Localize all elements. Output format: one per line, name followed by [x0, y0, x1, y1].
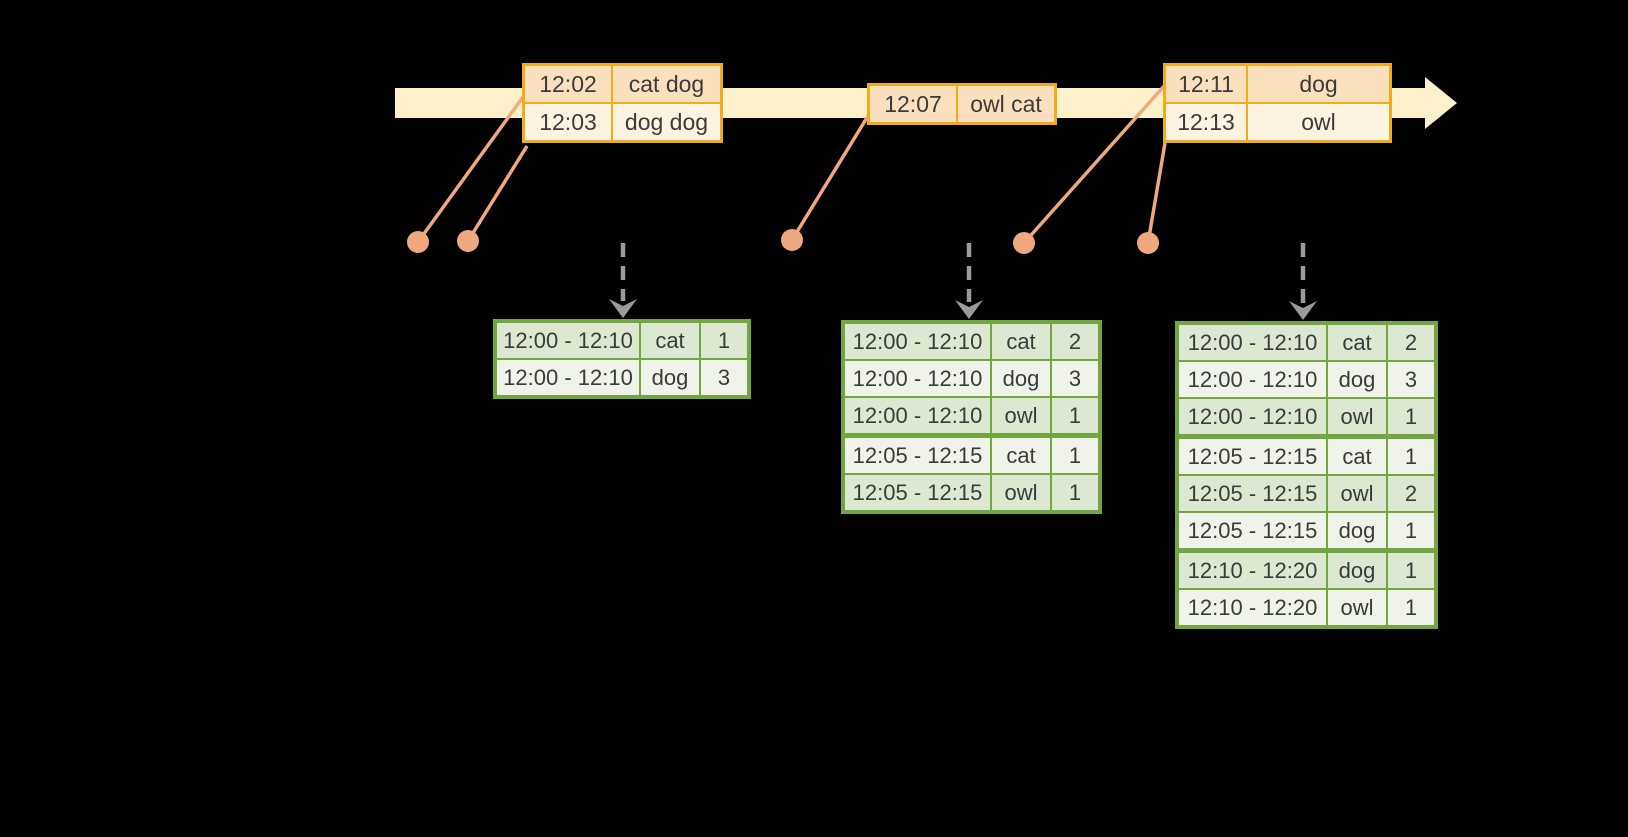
event-dot — [457, 230, 479, 252]
result-row: 12:00 - 12:10 owl 1 — [1179, 399, 1434, 434]
word-cell: owl — [1328, 590, 1386, 625]
count-cell: 1 — [1388, 553, 1434, 588]
count-cell: 1 — [1388, 439, 1434, 474]
count-cell: 2 — [1388, 325, 1434, 360]
result-table-2: 12:00 - 12:10 cat 2 12:00 - 12:10 dog 3 … — [841, 320, 1102, 514]
event-row: 12:07 owl cat — [870, 86, 1054, 122]
count-cell: 2 — [1388, 476, 1434, 511]
result-row: 12:00 - 12:10 dog 3 — [1179, 362, 1434, 397]
event-dot — [1013, 232, 1035, 254]
word-cell: cat — [1328, 325, 1386, 360]
window-cell: 12:10 - 12:20 — [1179, 590, 1326, 625]
window-cell: 12:00 - 12:10 — [1179, 399, 1326, 434]
window-cell: 12:00 - 12:10 — [845, 398, 990, 433]
window-cell: 12:00 - 12:10 — [1179, 362, 1326, 397]
word-cell: cat — [641, 323, 699, 358]
event-dots — [407, 229, 1159, 254]
result-row: 12:10 - 12:20 dog 1 — [1179, 553, 1434, 588]
count-cell: 1 — [1052, 438, 1098, 473]
result-row: 12:00 - 12:10 cat 2 — [1179, 325, 1434, 360]
word-cell: cat — [992, 438, 1050, 473]
result-row: 12:05 - 12:15 cat 1 — [1179, 439, 1434, 474]
connector-line — [466, 145, 529, 242]
event-dot — [781, 229, 803, 251]
event-connector-lines — [416, 83, 1167, 245]
event-time-cell: 12:02 — [525, 66, 611, 102]
count-cell: 3 — [1388, 362, 1434, 397]
event-words-cell: cat dog — [613, 66, 720, 102]
window-cell: 12:05 - 12:15 — [1179, 476, 1326, 511]
event-dot — [407, 231, 429, 253]
word-cell: dog — [992, 361, 1050, 396]
connector-line — [1146, 142, 1167, 244]
count-cell: 3 — [701, 360, 747, 395]
event-time-cell: 12:13 — [1166, 104, 1246, 140]
event-row: 12:13 owl — [1166, 104, 1389, 140]
word-cell: dog — [1328, 362, 1386, 397]
count-cell: 2 — [1052, 324, 1098, 359]
word-cell: owl — [992, 475, 1050, 510]
result-row: 12:00 - 12:10 owl 1 — [845, 398, 1098, 433]
event-words-cell: owl cat — [958, 86, 1054, 122]
event-row: 12:03 dog dog — [525, 104, 720, 140]
trigger-arrow-icon — [609, 243, 637, 318]
count-cell: 1 — [701, 323, 747, 358]
count-cell: 1 — [1388, 590, 1434, 625]
connector-line — [790, 115, 870, 241]
count-cell: 1 — [1388, 399, 1434, 434]
result-row: 12:00 - 12:10 cat 2 — [845, 324, 1098, 359]
timeline-arrowhead-icon — [1425, 77, 1457, 129]
event-words-cell: owl — [1248, 104, 1389, 140]
window-cell: 12:00 - 12:10 — [845, 324, 990, 359]
word-cell: dog — [1328, 513, 1386, 548]
window-cell: 12:05 - 12:15 — [1179, 513, 1326, 548]
window-cell: 12:05 - 12:15 — [1179, 439, 1326, 474]
window-cell: 12:00 - 12:10 — [845, 361, 990, 396]
window-cell: 12:05 - 12:15 — [845, 475, 990, 510]
event-row: 12:02 cat dog — [525, 66, 720, 102]
count-cell: 1 — [1052, 475, 1098, 510]
event-words-cell: dog — [1248, 66, 1389, 102]
connector-line — [416, 95, 525, 244]
result-row: 12:00 - 12:10 cat 1 — [497, 323, 747, 358]
result-table-3: 12:00 - 12:10 cat 2 12:00 - 12:10 dog 3 … — [1175, 321, 1438, 629]
trigger-arrows — [609, 243, 1317, 320]
word-cell: owl — [1328, 476, 1386, 511]
event-words-cell: dog dog — [613, 104, 720, 140]
event-time-cell: 12:03 — [525, 104, 611, 140]
window-cell: 12:05 - 12:15 — [845, 438, 990, 473]
window-cell: 12:00 - 12:10 — [497, 360, 639, 395]
window-cell: 12:00 - 12:10 — [1179, 325, 1326, 360]
event-time-cell: 12:07 — [870, 86, 956, 122]
result-row: 12:05 - 12:15 cat 1 — [845, 438, 1098, 473]
result-table-1: 12:00 - 12:10 cat 1 12:00 - 12:10 dog 3 — [493, 319, 751, 399]
result-row: 12:05 - 12:15 dog 1 — [1179, 513, 1434, 548]
word-cell: owl — [992, 398, 1050, 433]
word-cell: cat — [1328, 439, 1386, 474]
trigger-arrow-icon — [955, 243, 983, 319]
count-cell: 1 — [1052, 398, 1098, 433]
event-dot — [1137, 232, 1159, 254]
trigger-arrow-icon — [1289, 243, 1317, 320]
event-table-1202: 12:02 cat dog 12:03 dog dog — [522, 63, 723, 143]
event-table-1207: 12:07 owl cat — [867, 83, 1057, 125]
word-cell: owl — [1328, 399, 1386, 434]
event-row: 12:11 dog — [1166, 66, 1389, 102]
word-cell: dog — [641, 360, 699, 395]
count-cell: 1 — [1388, 513, 1434, 548]
result-row: 12:00 - 12:10 dog 3 — [845, 361, 1098, 396]
result-row: 12:05 - 12:15 owl 1 — [845, 475, 1098, 510]
connector-line — [1022, 83, 1167, 245]
window-cell: 12:10 - 12:20 — [1179, 553, 1326, 588]
result-row: 12:00 - 12:10 dog 3 — [497, 360, 747, 395]
word-cell: dog — [1328, 553, 1386, 588]
event-table-1211: 12:11 dog 12:13 owl — [1163, 63, 1392, 143]
word-cell: cat — [992, 324, 1050, 359]
event-time-cell: 12:11 — [1166, 66, 1246, 102]
result-row: 12:10 - 12:20 owl 1 — [1179, 590, 1434, 625]
count-cell: 3 — [1052, 361, 1098, 396]
window-cell: 12:00 - 12:10 — [497, 323, 639, 358]
result-row: 12:05 - 12:15 owl 2 — [1179, 476, 1434, 511]
